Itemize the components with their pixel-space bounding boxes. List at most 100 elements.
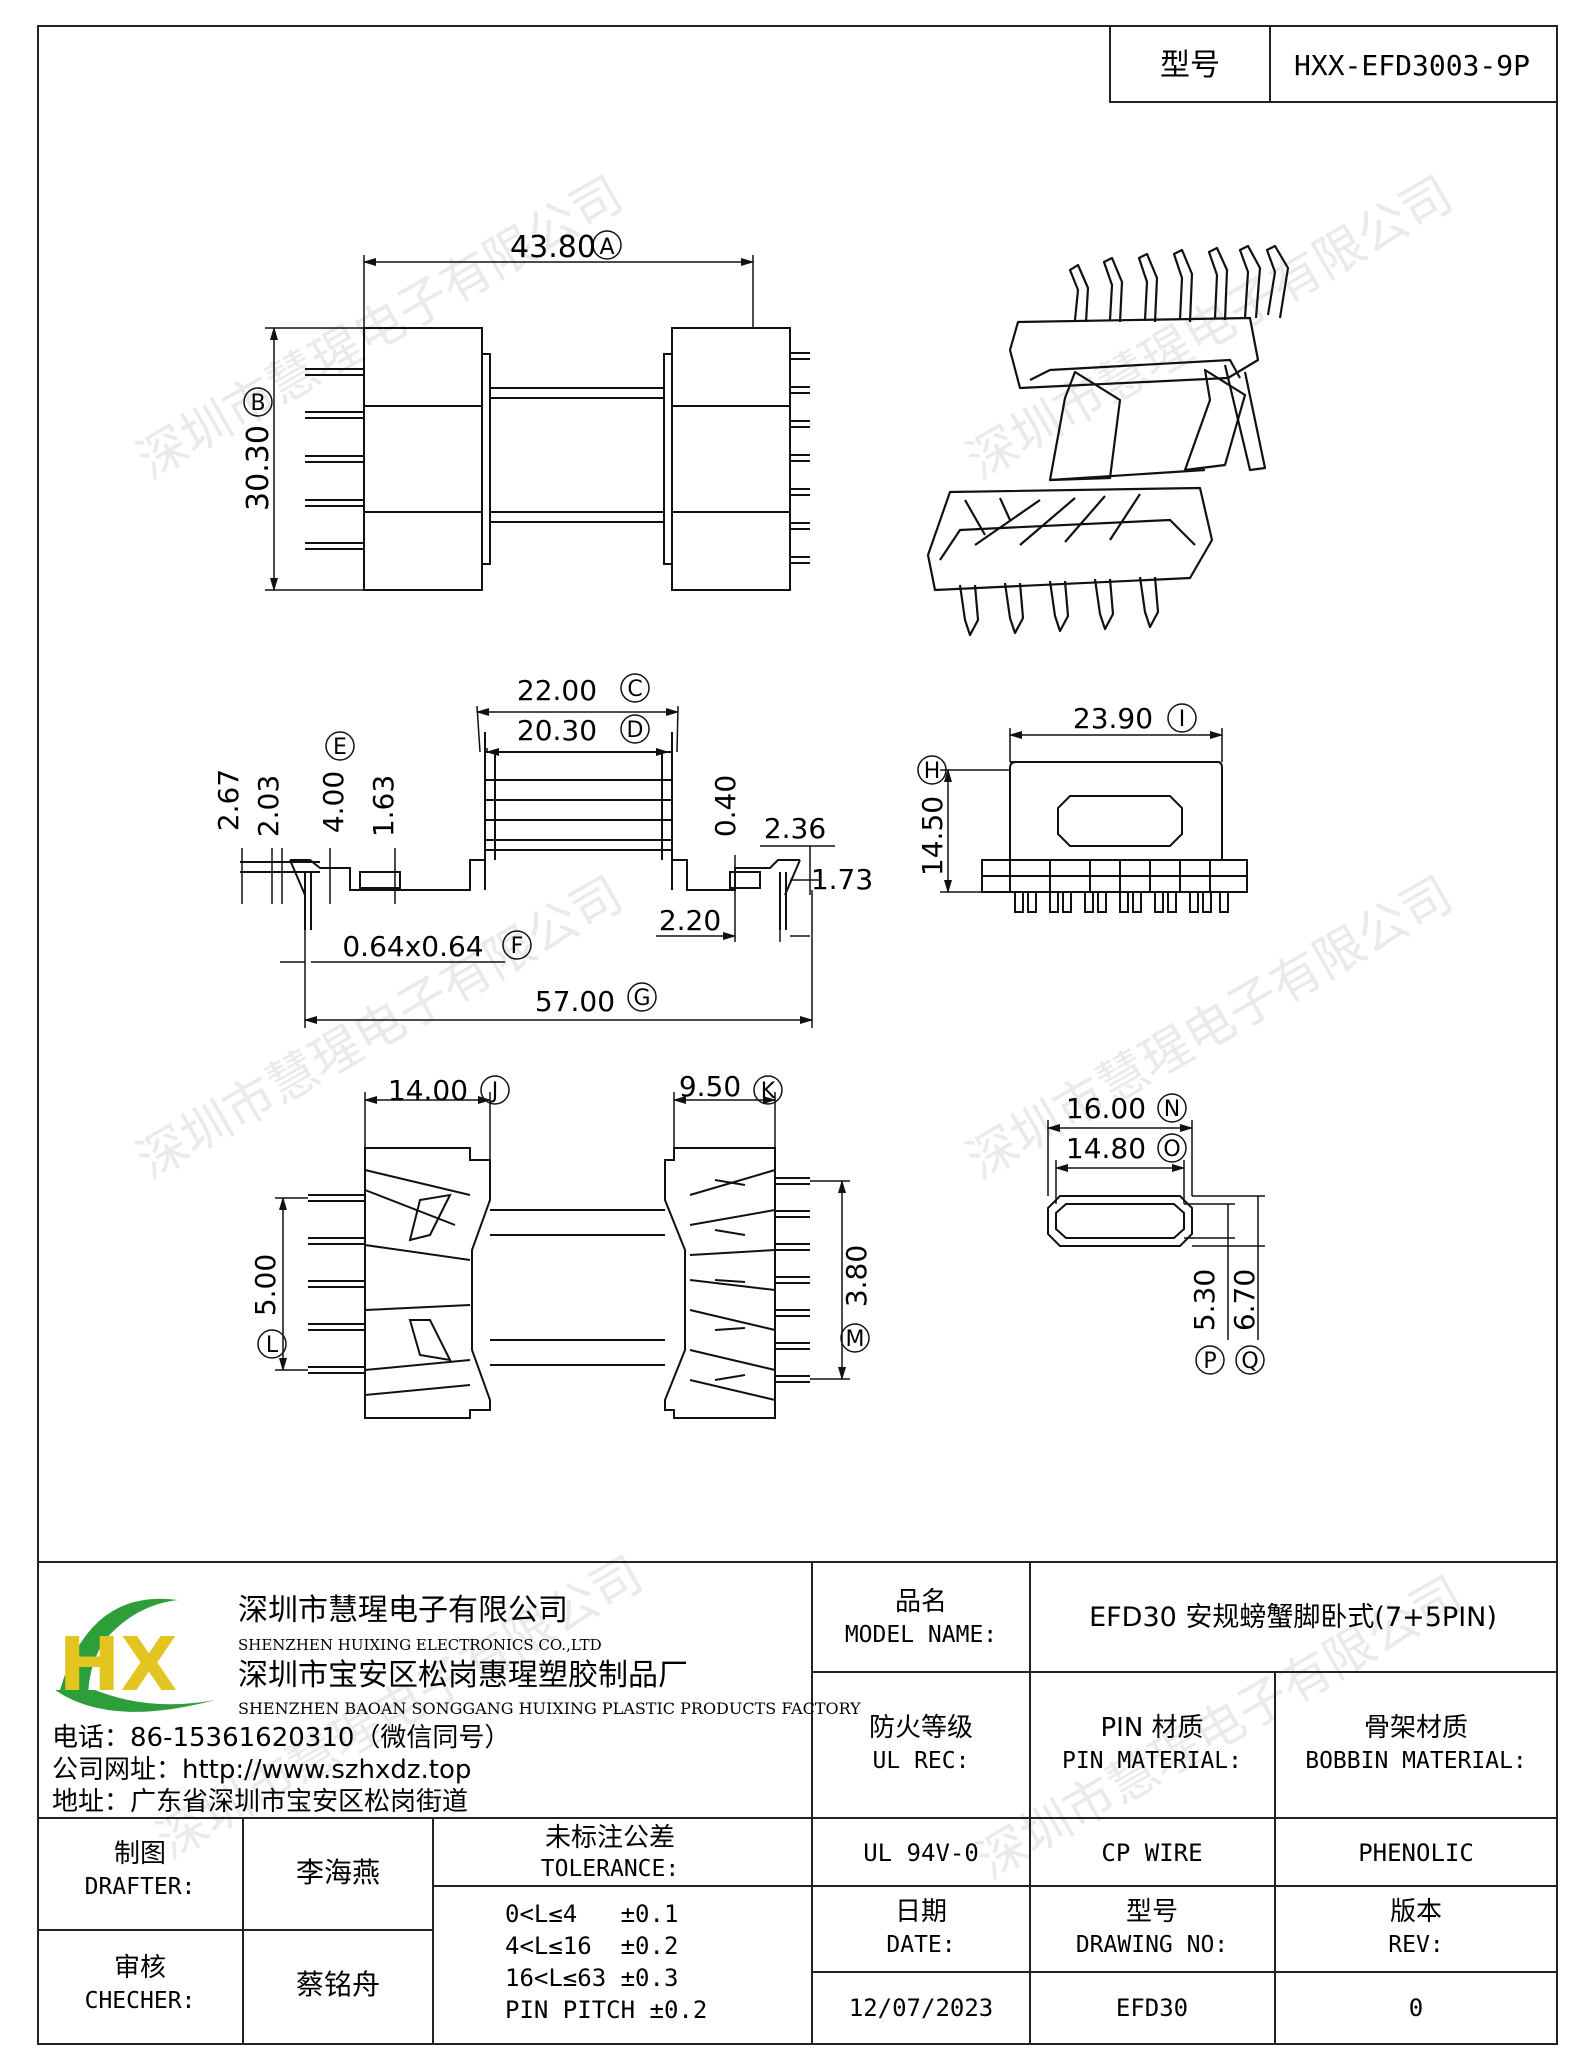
tolerance-line-1: 0<L≤4 ±0.1 [505,1900,678,1928]
ul-rec-value: UL 94V-0 [863,1839,979,1867]
model-name-value: EFD30 安规螃蟹脚卧式(7+5PIN) [1089,1602,1497,1633]
dim-H-value: 14.50 [916,796,949,876]
top-view [243,230,810,592]
rev-label-cn: 版本 [1390,1897,1442,1927]
date-label-cn: 日期 [895,1897,947,1927]
side-view [240,673,835,1028]
dim-A-mark: A [599,235,614,260]
dim-I-value: 23.90 [1073,702,1153,735]
watermark-3: 深圳市慧瑆电子有限公司 [127,865,632,1190]
dim-G-mark: G [633,986,650,1011]
pin-material-label-en: PIN MATERIAL: [1062,1748,1242,1774]
isometric-view [926,244,1290,637]
dim-163: 1.63 [367,775,400,837]
tolerance-label-en: TOLERANCE: [541,1856,679,1882]
checker-name: 蔡铭舟 [296,1968,380,2001]
dim-236: 2.36 [764,812,826,845]
logo-letters: HX [59,1622,178,1708]
model-name-label-cn: 品名 [895,1587,947,1617]
dim-N-value: 16.00 [1066,1092,1146,1125]
dim-267: 2.67 [212,769,245,831]
dim-Q-value: 6.70 [1228,1269,1261,1331]
dim-E-mark: E [333,735,347,760]
tolerance-line-3: 16<L≤63 ±0.3 [505,1964,678,1992]
tolerance-line-2: 4<L≤16 ±0.2 [505,1932,678,1960]
logo-swoosh-green [60,1598,178,1700]
dim-O-value: 14.80 [1066,1132,1146,1165]
dim-D-value: 20.30 [517,714,597,747]
drafter-label-cn: 制图 [114,1839,166,1869]
dim-J-value: 14.00 [388,1074,468,1107]
dim-203: 2.03 [252,775,285,837]
header-model-label: 型号 [1160,48,1220,83]
date-label-en: DATE: [886,1932,955,1958]
rev-value: 0 [1409,1994,1423,2022]
dim-M-value: 3.80 [840,1245,873,1307]
drawing-no-value: EFD30 [1116,1994,1188,2022]
drawing-no-label-en: DRAWING NO: [1076,1932,1228,1958]
bottom-view [257,1075,870,1419]
dim-M-mark: M [846,1327,865,1352]
company-phone: 电话：86-15361620310（微信同号） [52,1723,510,1753]
bobbin-material-label-en: BOBBIN MATERIAL: [1305,1748,1527,1774]
factory-name-cn: 深圳市宝安区松岗惠瑆塑胶制品厂 [238,1658,688,1693]
model-name-label-en: MODEL NAME: [845,1622,997,1648]
watermark-2: 深圳市慧瑆电子有限公司 [957,165,1462,490]
checker-label-cn: 审核 [114,1953,166,1983]
drafter-label-en: DRAFTER: [85,1874,196,1900]
bobbin-material-value: PHENOLIC [1358,1839,1474,1867]
dim-173: 1.73 [811,863,873,896]
tolerance-label-cn: 未标注公差 [545,1823,675,1853]
dim-L-mark: L [266,1333,279,1358]
logo-swoosh-lower [55,1690,215,1712]
drafter-name: 李海燕 [296,1856,380,1889]
end-view-pins [1014,891,1229,913]
dim-I-mark: I [1179,707,1186,732]
drawing-no-label-cn: 型号 [1126,1897,1178,1927]
company-website: 公司网址：http://www.szhxdz.top [52,1755,471,1785]
pin-material-value: CP WIRE [1101,1839,1202,1867]
pin-material-label-cn: PIN 材质 [1100,1713,1203,1743]
dim-220: 2.20 [659,904,721,937]
dim-K-value: 9.50 [679,1070,741,1103]
company-logo: HX [55,1598,215,1712]
dim-O-mark: O [1163,1137,1180,1162]
window-section [1046,1093,1265,1375]
dim-B-mark: B [250,391,265,416]
company-address: 地址：广东省深圳市宝安区松岗街道 [52,1787,468,1817]
dim-H-mark: H [924,759,941,784]
factory-name-en: SHENZHEN BAOAN SONGGANG HUIXING PLASTIC … [238,1699,861,1718]
dim-C-mark: C [627,677,642,702]
ul-rec-label-cn: 防火等级 [869,1713,973,1743]
dim-B-value: 30.30 [241,425,276,511]
ul-rec-label-en: UL REC: [873,1748,970,1774]
header-model-box: 型号 HXX-EFD3003-9P [1109,25,1558,103]
dim-P-value: 5.30 [1188,1269,1221,1331]
outer-frame [37,25,1558,2045]
dim-J-mark: J [490,1079,499,1104]
checker-label-en: CHECHER: [85,1988,196,2014]
watermark-4: 深圳市慧瑆电子有限公司 [957,865,1462,1190]
dim-G-value: 57.00 [535,985,615,1018]
dim-K-mark: K [761,1079,776,1104]
dim-040: 0.40 [709,775,742,837]
company-name-en: SHENZHEN HUIXING ELECTRONICS CO.,LTD [238,1636,602,1654]
dim-A-value: 43.80 [510,230,596,265]
dim-F-mark: F [511,934,524,959]
tolerance-line-4: PIN PITCH ±0.2 [505,1996,707,2024]
bobbin-material-label-cn: 骨架材质 [1364,1713,1468,1743]
dim-N-mark: N [1164,1097,1180,1122]
rev-label-en: REV: [1388,1932,1443,1958]
iso-front-pins [958,576,1160,637]
dim-P-mark: P [1203,1349,1216,1374]
iso-back-pins [1068,244,1290,323]
dim-C-value: 22.00 [517,674,597,707]
dim-F-value: 0.64x0.64 [342,930,483,963]
title-block-grid [38,1561,1557,2044]
dim-400: 4.00 [317,771,350,833]
date-value: 12/07/2023 [849,1994,994,2022]
header-model-value: HXX-EFD3003-9P [1294,49,1530,82]
company-name-cn: 深圳市慧瑆电子有限公司 [238,1593,568,1628]
dim-D-mark: D [627,718,644,743]
